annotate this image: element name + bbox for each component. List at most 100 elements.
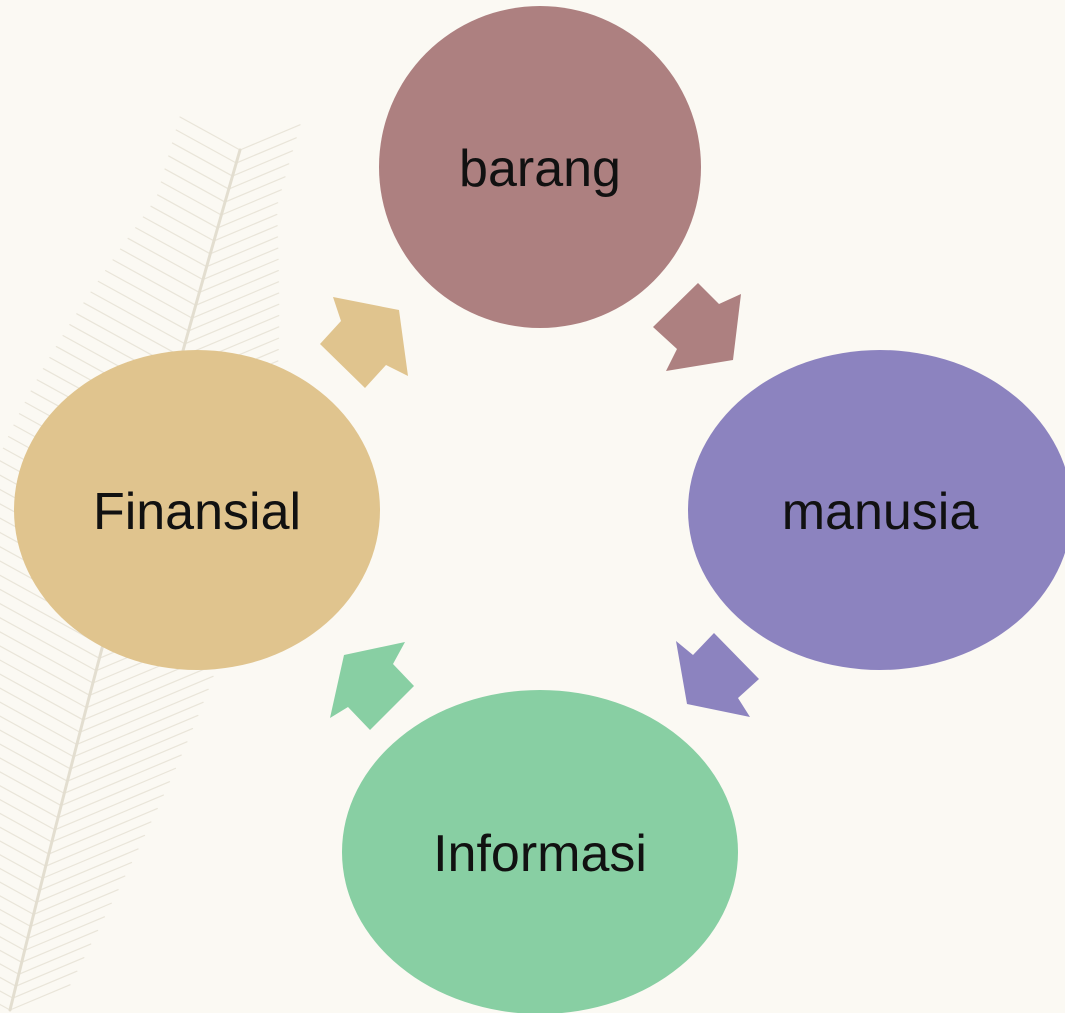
feather-barb: [0, 701, 78, 746]
feather-barb: [0, 743, 68, 782]
node-informasi-label: Informasi: [433, 825, 647, 883]
node-finansial-shape: [14, 350, 380, 670]
feather-barb: [0, 990, 14, 999]
feather-barb: [180, 315, 280, 358]
feather-barb: [0, 840, 47, 867]
feather-barb: [175, 129, 237, 164]
feather-barb: [0, 908, 32, 927]
feather-barb: [0, 588, 104, 647]
feather-barb: [0, 645, 91, 696]
node-informasi-shape: [342, 690, 738, 1013]
feather-barb: [73, 701, 204, 758]
feather-barb: [32, 875, 126, 915]
feather-barb: [168, 155, 230, 190]
arrow-finansial-to-barang: [320, 297, 408, 388]
feather-barb: [105, 269, 193, 319]
feather-barb: [66, 728, 194, 782]
node-informasi: Informasi: [342, 690, 738, 1013]
feather-barb: [0, 729, 72, 770]
feather-barb: [0, 602, 100, 659]
feather-barb: [0, 812, 53, 843]
feather-barb: [239, 124, 301, 151]
feather-barb: [48, 807, 158, 855]
feather-barb: [0, 976, 17, 987]
node-finansial-label: Finansial: [93, 483, 301, 541]
feather-barb: [21, 929, 99, 963]
feather-barb: [57, 767, 177, 819]
feather-barb: [171, 142, 234, 177]
feather-barb: [142, 216, 211, 255]
feather-barb: [35, 861, 133, 903]
feather-barb: [191, 281, 280, 319]
feather-barb: [209, 225, 278, 255]
feather-barb: [213, 213, 278, 242]
feather-barb: [231, 150, 294, 177]
feather-barb: [18, 943, 92, 975]
feather-barb: [29, 889, 119, 927]
feather-barb: [160, 181, 222, 216]
feather-barb: [187, 292, 280, 332]
feather-barb: [150, 205, 215, 242]
feather-barb: [179, 116, 241, 151]
feather-barb: [9, 984, 71, 1011]
node-finansial: Finansial: [14, 350, 380, 670]
node-layer: barang manusia Informasi Finansial: [14, 6, 1065, 1013]
arrow-manusia-to-informasi: [676, 633, 759, 717]
feather-barb: [220, 189, 282, 216]
node-barang-shape: [379, 6, 701, 328]
feather-barb: [39, 848, 139, 891]
node-manusia-shape: [688, 350, 1065, 670]
feather-barb: [164, 168, 226, 203]
feather-barb: [51, 794, 165, 843]
feather-barb: [54, 781, 171, 831]
feather-barb: [0, 798, 56, 831]
feather-barb: [42, 834, 146, 879]
feather-barb: [198, 258, 279, 294]
arrow-informasi-to-finansial: [330, 642, 414, 730]
feather-barb: [0, 949, 23, 963]
node-barang-label: barang: [459, 140, 621, 198]
feather-barb: [0, 659, 88, 709]
feather-barb: [83, 302, 182, 358]
feather-barb: [12, 970, 78, 999]
feather-barb: [0, 922, 29, 939]
feather-barb: [0, 854, 44, 879]
feather-barb: [82, 662, 219, 721]
feather-barb: [217, 202, 279, 229]
feather-barb: [0, 687, 81, 733]
feather-barb: [0, 757, 65, 794]
feather-barb: [0, 895, 35, 915]
feather-barb: [90, 291, 186, 345]
feather-barb: [0, 715, 75, 758]
node-manusia-label: manusia: [782, 483, 979, 541]
feather-barb: [69, 714, 199, 770]
node-manusia: manusia: [688, 350, 1065, 670]
node-barang: barang: [379, 6, 701, 328]
feather-barb: [127, 237, 204, 281]
feather-barb: [63, 741, 188, 794]
arrow-barang-to-manusia: [653, 283, 741, 371]
feather-barb: [79, 675, 214, 733]
feather-barb: [24, 916, 106, 951]
feather-barb: [76, 688, 209, 746]
feather-barb: [27, 902, 112, 939]
feather-barb: [119, 248, 200, 294]
feather-barb: [97, 280, 190, 332]
feather-barb: [0, 673, 84, 721]
feather-barb: [0, 771, 62, 807]
feather-barb: [45, 821, 152, 867]
feather-barb: [0, 826, 50, 855]
feather-barb: [202, 247, 279, 281]
feather-barb: [0, 936, 26, 951]
feather-barb: [157, 194, 219, 229]
feather-barb: [15, 957, 85, 987]
feather-barb: [205, 236, 279, 268]
feather-barb: [195, 270, 279, 306]
feather-barb: [224, 176, 286, 203]
feather-barb: [0, 867, 41, 891]
feather-barb: [228, 163, 290, 190]
feather-barb: [0, 963, 20, 975]
arrow-layer: [320, 283, 759, 730]
